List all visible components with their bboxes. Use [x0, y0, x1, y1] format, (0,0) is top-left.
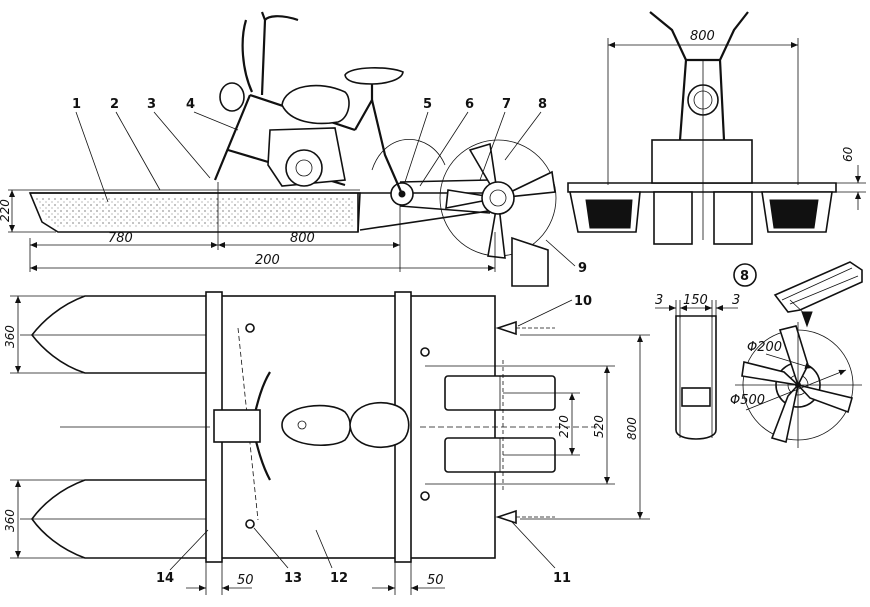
dim-plan-total: 800 [625, 417, 639, 440]
dim-side-height: 220 [0, 199, 12, 222]
dim-detail-hub-dia: Φ200 [747, 340, 782, 355]
detail-marker-label: 8 [740, 269, 749, 284]
rudder [511, 236, 549, 287]
dim-side-len-b: 800 [290, 231, 315, 246]
side-dimensions: 220 780 800 200 [0, 182, 496, 272]
dim-plan-gap-left: 50 [237, 573, 254, 588]
fuel-tank [281, 84, 350, 125]
callout-14: 14 [156, 571, 174, 586]
callout-3: 3 [147, 97, 156, 112]
detail-dimensions-top: 3 150 3 [655, 293, 740, 318]
detail-wheel-section [675, 315, 717, 440]
dim-side-total: 200 [255, 253, 280, 268]
dim-front-height: 60 [841, 146, 855, 162]
callout-11: 11 [553, 571, 571, 586]
headlight [219, 82, 245, 112]
paddle-hub [481, 181, 515, 215]
front-float-right [713, 191, 753, 245]
detail-marker [733, 263, 757, 287]
detail-arrow [801, 311, 813, 328]
dim-plan-mid: 520 [592, 415, 606, 438]
dim-detail-gap-right: 3 [732, 293, 740, 308]
callout-7: 7 [502, 97, 511, 112]
dim-detail-wheel-dia: Φ500 [730, 393, 765, 408]
callout-8: 8 [538, 97, 547, 112]
paddle-blade-bottom [487, 197, 506, 259]
callout-6: 6 [465, 97, 474, 112]
dim-plan-gap-right: 50 [427, 573, 444, 588]
callout-9: 9 [578, 261, 587, 276]
dim-side-len-a: 780 [108, 231, 133, 246]
callout-5: 5 [423, 97, 432, 112]
detail-view: 3 150 3 8 Φ200 Φ500 [655, 261, 863, 448]
rudder-pin-top [495, 320, 517, 336]
dim-detail-gap-left: 3 [655, 293, 663, 308]
callout-12: 12 [330, 571, 348, 586]
dim-plan-hull-top: 360 [3, 325, 17, 348]
front-float-left [653, 191, 693, 245]
paddle-blade-left [445, 189, 499, 209]
plan-engine [213, 409, 261, 443]
callout-10: 10 [574, 294, 592, 309]
detail-blade-top [778, 325, 809, 388]
plan-saddle [349, 401, 410, 449]
handlebar [241, 11, 299, 96]
callout-13: 13 [284, 571, 302, 586]
dim-plan-hull-bottom: 360 [3, 509, 17, 532]
detail-blade-bottom [770, 382, 800, 444]
plan-tank [281, 404, 352, 446]
dim-plan-inner: 270 [557, 415, 571, 438]
front-dimensions: 800 60 [607, 29, 866, 210]
blade-profile [773, 261, 863, 313]
front-view: 800 60 [567, 11, 866, 245]
plan-hull-top [30, 295, 211, 374]
side-view: 220 780 800 200 1 2 3 4 5 6 7 [0, 11, 587, 287]
side-hull-foam [34, 197, 354, 228]
callout-4: 4 [186, 97, 195, 112]
chain [399, 179, 491, 214]
plan-dimensions: 360 360 270 520 800 50 [3, 295, 650, 595]
plan-callouts: 10 11 12 13 14 [156, 294, 592, 586]
callout-1: 1 [72, 97, 81, 112]
saddle [344, 67, 404, 85]
callout-2: 2 [110, 97, 119, 112]
detail-blade-right [795, 383, 853, 414]
rudder-pin-bottom [495, 509, 517, 525]
side-callouts: 1 2 3 4 5 6 7 8 9 [72, 97, 587, 276]
dim-front-width: 800 [690, 29, 715, 44]
plan-view: 360 360 270 520 800 50 [3, 291, 650, 595]
engine-flywheel [285, 149, 323, 187]
dim-detail-width: 150 [683, 293, 708, 308]
front-seat-block [651, 139, 753, 184]
detail-blade-left [741, 361, 801, 387]
